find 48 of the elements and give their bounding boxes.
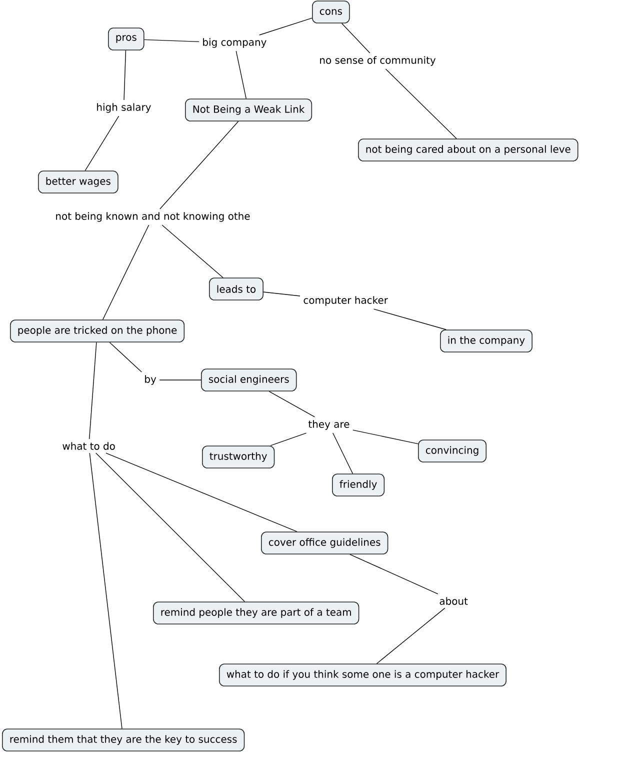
- concept-box: remind them that they are the key to success: [2, 728, 245, 752]
- connector-line: [106, 452, 298, 532]
- concept-box: convincing: [418, 440, 487, 462]
- connector-line: [263, 292, 300, 296]
- concept-box: cons: [312, 0, 350, 24]
- linking-phrase: big company: [199, 35, 270, 51]
- connector-line: [96, 452, 246, 602]
- connector-line: [88, 342, 97, 440]
- connector-line: [160, 121, 239, 210]
- concept-box: leads to: [209, 278, 264, 300]
- concept-box: remind people they are part of a team: [153, 602, 360, 624]
- connector-line: [84, 116, 120, 171]
- linking-phrase: computer hacker: [300, 293, 391, 309]
- connector-line: [376, 608, 446, 664]
- linking-phrase: no sense of community: [316, 53, 439, 69]
- connector-line: [162, 224, 224, 278]
- linking-phrase: not being known and not knowing othe: [52, 209, 254, 225]
- connector-line: [259, 18, 312, 36]
- concept-box: not being cared about on a personal leve: [358, 138, 578, 162]
- linking-phrase: what to do: [59, 439, 118, 453]
- connector-line: [332, 432, 354, 474]
- concept-box: social engineers: [201, 368, 297, 392]
- concept-box: what to do if you think some one is a computer hacker: [219, 664, 506, 686]
- connector-line: [268, 391, 316, 418]
- concept-box: Not Being a Weak Link: [185, 98, 312, 122]
- connector-line: [144, 39, 200, 42]
- connector-line: [270, 432, 307, 446]
- connector-line: [385, 68, 457, 139]
- connector-line: [109, 342, 142, 372]
- linking-phrase: high salary: [93, 100, 154, 116]
- concept-box: cover office guidelines: [261, 532, 388, 554]
- connector-line: [352, 430, 418, 444]
- connector-line: [236, 50, 246, 99]
- concept-box: better wages: [38, 170, 118, 194]
- connector-line: [350, 554, 438, 594]
- connector-line: [341, 23, 370, 54]
- connector-line: [89, 452, 122, 729]
- concept-box: trustworthy: [202, 446, 275, 468]
- linking-phrase: about: [436, 594, 471, 608]
- connector-line: [373, 308, 446, 330]
- connector-line: [102, 224, 150, 320]
- linking-phrase: they are: [305, 417, 353, 433]
- connector-line: [124, 50, 126, 100]
- concept-box: pros: [108, 28, 144, 50]
- concept-box: people are tricked on the phone: [10, 320, 185, 342]
- linking-phrase: by: [141, 372, 160, 388]
- concept-box: in the company: [440, 330, 532, 352]
- concept-box: friendly: [332, 474, 385, 496]
